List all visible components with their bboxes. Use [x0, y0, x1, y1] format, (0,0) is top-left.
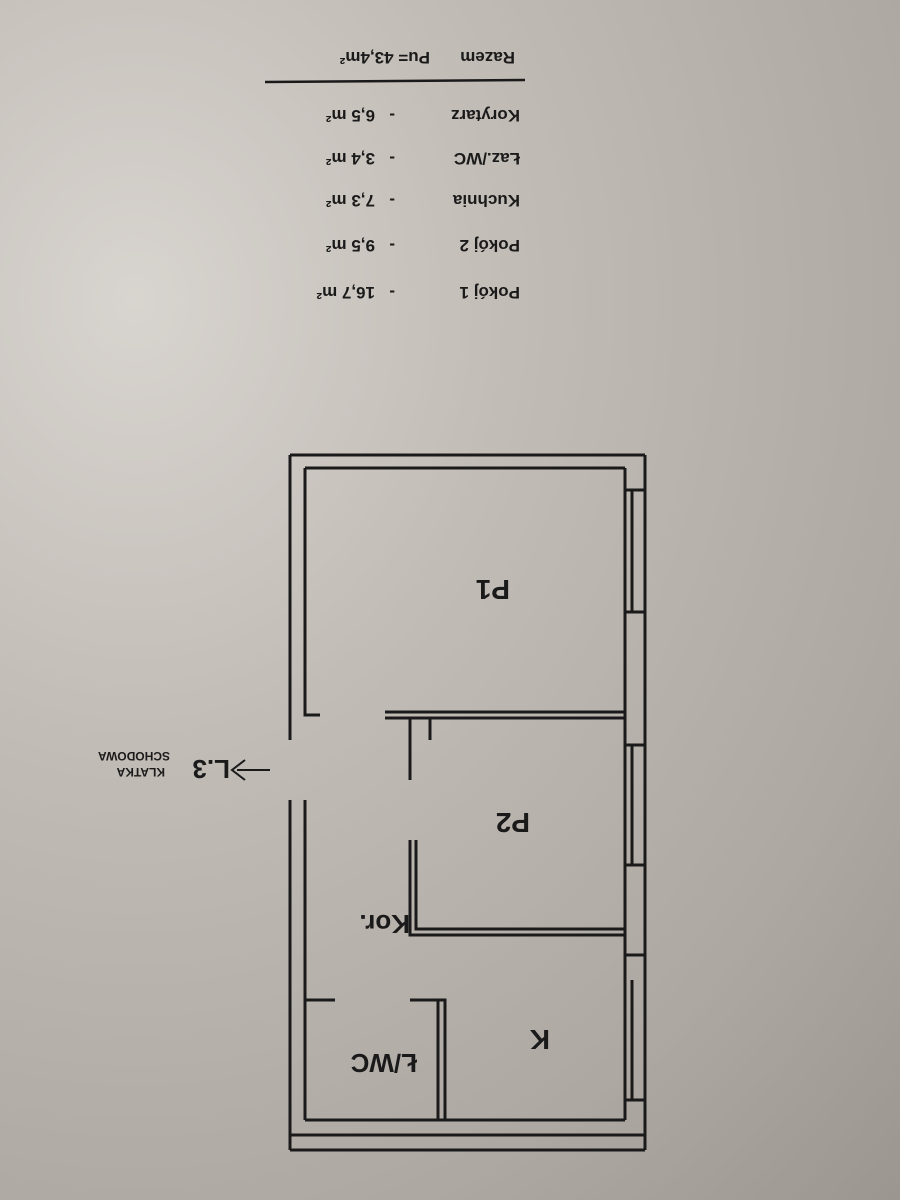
row-name: Kuchnia	[452, 191, 520, 210]
total-label: Razem	[460, 48, 515, 67]
row-name: Korytarz	[451, 106, 520, 125]
wall-left	[288, 455, 320, 1150]
row-area: 3,4 m²	[326, 149, 375, 168]
row-area: 16,7 m²	[316, 283, 375, 302]
room-label-p2: P2	[496, 807, 530, 838]
stair-label-line2: SCHODOWA	[98, 749, 170, 763]
row-name: Pokój 1	[460, 283, 520, 302]
row-area: 9,5 m²	[326, 236, 375, 255]
room-label-k: K	[530, 1024, 550, 1055]
area-list: Pokój 1 - 16,7 m² Pokój 2 - 9,5 m² Kuchn…	[264, 48, 526, 302]
total-divider	[264, 78, 526, 84]
wall-top	[290, 453, 645, 470]
stair-label-line1: KLATKA	[116, 765, 165, 779]
entrance-label: L.3	[192, 754, 230, 784]
wall-p2-k	[408, 840, 625, 937]
total-value: Pu= 43,4m²	[339, 48, 430, 67]
row-area: 6,5 m²	[326, 106, 375, 125]
row-sep: -	[389, 283, 395, 302]
walls	[288, 453, 647, 1152]
row-sep: -	[389, 236, 395, 255]
room-label-lwc: Ł/WC	[350, 1048, 417, 1078]
row-name: Pokój 2	[460, 236, 520, 255]
row-sep: -	[389, 106, 395, 125]
wall-bottom	[290, 1118, 645, 1152]
arrow-right-icon	[230, 759, 270, 781]
row-area: 7,3 m²	[326, 191, 375, 210]
row-name: Łaz./WC	[454, 149, 520, 168]
wall-bathroom	[305, 998, 447, 1120]
room-label-kor: Kor.	[359, 909, 410, 939]
row-sep: -	[389, 191, 395, 210]
room-label-p1: P1	[476, 574, 510, 605]
row-sep: -	[389, 149, 395, 168]
wall-p1-p2	[385, 710, 625, 780]
windows	[625, 488, 645, 1102]
wall-exterior	[623, 455, 647, 1150]
entrance-marker: L.3 KLATKA SCHODOWA	[98, 749, 270, 784]
